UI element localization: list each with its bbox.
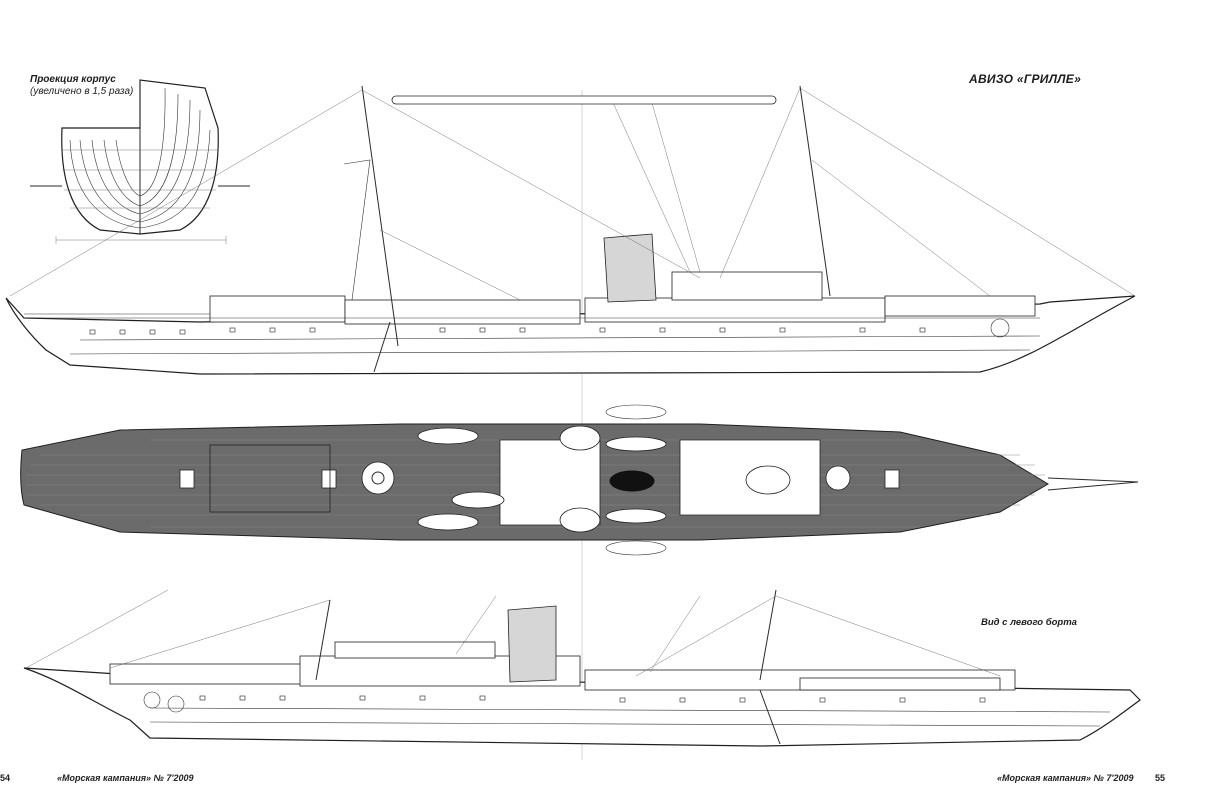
portholes-top [89,327,926,335]
projection-note: (увеличено в 1,5 раза) [30,86,134,97]
deck-plan-drawing [20,404,1139,556]
page-number-right: 55 [1155,773,1166,783]
projection-heading: Проекция корпус [30,74,116,85]
portholes-bottom [199,695,986,703]
profile-starboard-drawing [5,85,1136,375]
magazine-name-left: «Морская кампания» № 7'2009 [57,773,194,783]
drawing-title: АВИЗО «ГРИЛЛЕ» [969,72,1082,86]
side-view-label: Вид с левого борта [981,617,1077,628]
page-number-left: 54 [0,773,11,783]
profile-port-drawing [23,589,1141,747]
body-plan-drawing [30,79,250,244]
magazine-name-right: «Морская кампания» № 7'2009 [997,773,1134,783]
